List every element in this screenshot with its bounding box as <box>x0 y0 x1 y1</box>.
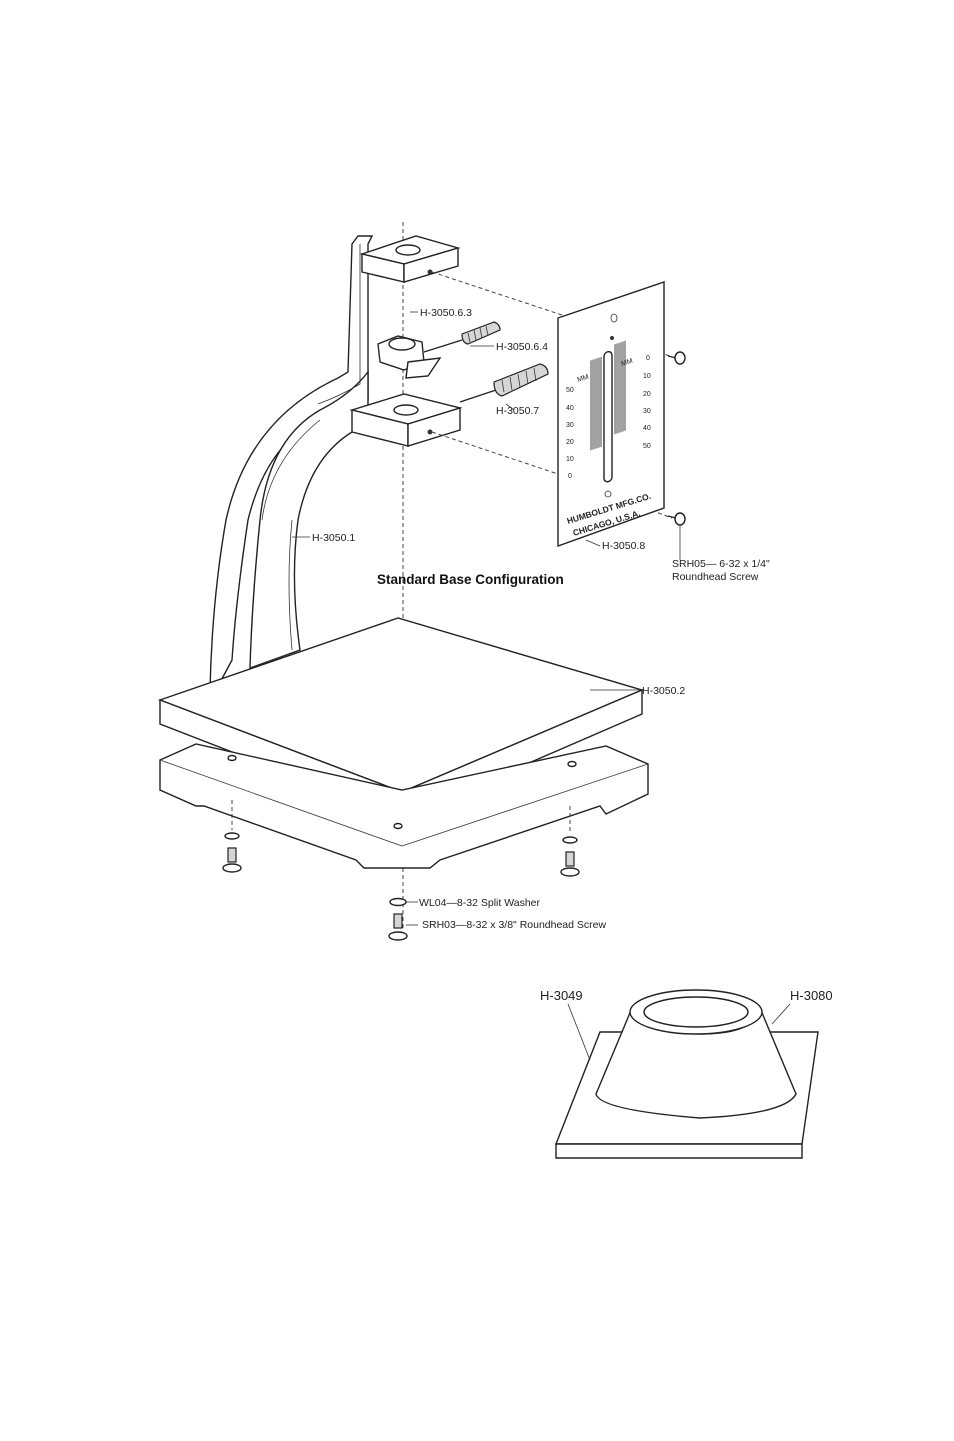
scale-left-tick-0: 50 <box>566 387 574 394</box>
scale-plate: MM MM 50 40 30 20 10 0 0 10 20 30 40 50 … <box>558 282 664 546</box>
plate-screw-top <box>668 352 685 364</box>
scale-left-tick-3: 20 <box>566 439 574 446</box>
scale-left-tick-2: 30 <box>566 422 574 429</box>
scale-right-tick-0: 0 <box>646 355 650 362</box>
label-srh05-line1: SRH05— 6-32 x 1/4" <box>672 558 770 570</box>
config-title: Standard Base Configuration <box>377 572 564 587</box>
scale-right-tick-4: 40 <box>643 425 651 432</box>
label-h3050-8: H-3050.8 <box>602 540 645 552</box>
label-h3080: H-3080 <box>790 988 833 1003</box>
label-srh05-line2: Roundhead Screw <box>672 571 759 583</box>
block-thumb-screw <box>460 364 548 402</box>
label-srh03: SRH03—8-32 x 3/8" Roundhead Screw <box>422 919 606 931</box>
label-h3050-6-4: H-3050.6.4 <box>496 341 548 353</box>
scale-left-tick-1: 40 <box>566 405 574 412</box>
top-clamp-block <box>362 236 458 282</box>
scale-right-tick-5: 50 <box>643 443 651 450</box>
scale-left-tick-4: 10 <box>566 456 574 463</box>
leader-lower <box>432 432 570 478</box>
leader-h3049 <box>568 1004 590 1060</box>
scale-left-tick-5: 0 <box>568 473 572 480</box>
collar-thumb-screw <box>424 322 500 352</box>
label-wl04: WL04—8-32 Split Washer <box>419 897 540 909</box>
label-h3050-7: H-3050.7 <box>496 405 539 417</box>
stand-column <box>210 236 372 690</box>
scale-right-tick-2: 20 <box>643 391 651 398</box>
leader-h3080 <box>772 1004 790 1024</box>
scale-right-tick-3: 30 <box>643 408 651 415</box>
leader-h3050-8 <box>586 540 600 546</box>
label-h3050-6-3: H-3050.6.3 <box>420 307 472 319</box>
base-screw-center <box>389 899 407 941</box>
scale-right-tick-1: 10 <box>643 373 651 380</box>
plate-screw-bottom <box>668 513 685 560</box>
label-h3050-1: H-3050.1 <box>312 532 355 544</box>
label-h3050-2: H-3050.2 <box>642 685 685 697</box>
pointer-collar <box>378 336 440 378</box>
label-h3049: H-3049 <box>540 988 583 1003</box>
cone-assembly <box>556 990 818 1158</box>
